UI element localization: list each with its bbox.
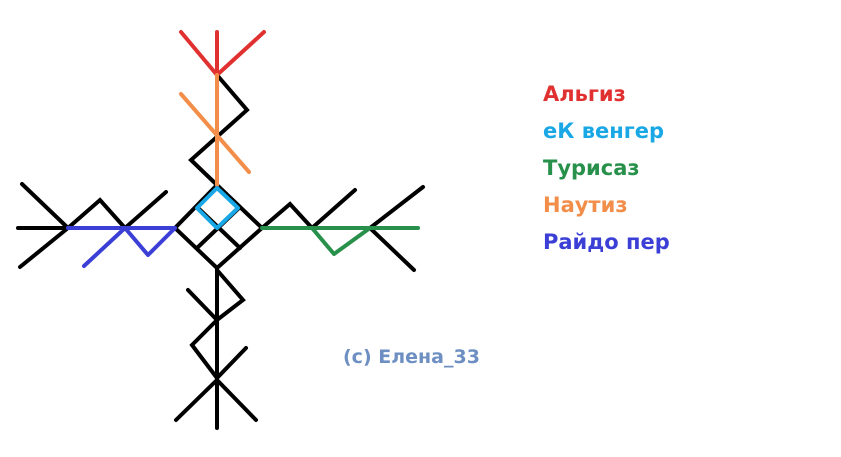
right-zigzag-stroke	[260, 201, 314, 230]
bottom-fork-right	[215, 378, 258, 422]
nautiz-rune	[179, 73, 251, 187]
legend-item-turisaz: Турисаз	[543, 156, 640, 180]
rune-legend: Альгиз еК венгер Турисаз Наутиз Райдо пе…	[543, 76, 670, 261]
legend-item-nautiz: Наутиз	[543, 193, 628, 217]
right-fork-upper	[368, 185, 425, 230]
legend-item-algiz: Альгиз	[543, 82, 626, 106]
left-branch-stroke	[123, 190, 168, 230]
rune-stave-base	[16, 73, 425, 430]
bottom-zigzag-upper	[215, 268, 246, 322]
legend-item-ek: еК венгер	[543, 119, 665, 143]
left-fork-lower	[18, 226, 70, 269]
legend-item-raido: Райдо пер	[543, 230, 670, 254]
raido-rune	[66, 226, 177, 268]
left-fork-upper	[20, 182, 70, 230]
algiz-rune	[179, 30, 266, 77]
left-zigzag-stroke	[66, 197, 127, 230]
bottom-zigzag-lower	[189, 318, 248, 382]
right-branch-stroke	[310, 188, 357, 230]
right-fork-lower	[368, 226, 416, 272]
bottom-fork-left	[174, 378, 219, 422]
ek-rune	[195, 186, 240, 230]
copyright-signature: (c) Елена_33	[343, 346, 480, 368]
bottom-branch-left	[186, 288, 219, 322]
turisaz-rune	[260, 226, 420, 256]
